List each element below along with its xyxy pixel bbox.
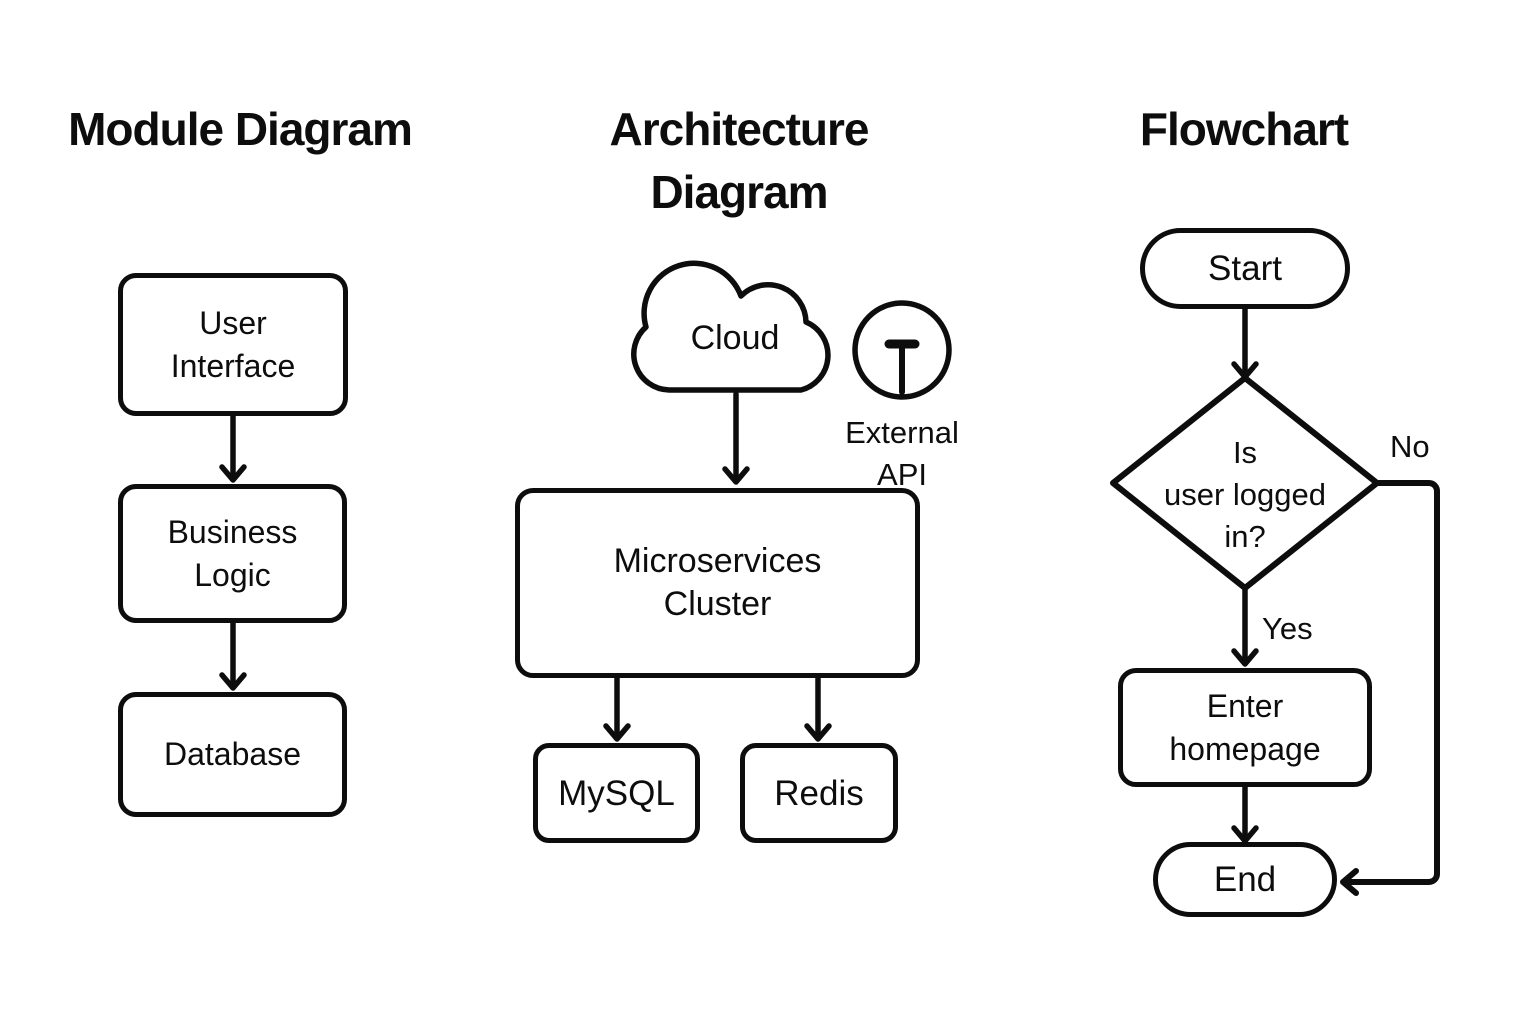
external-api-label-line1: External bbox=[845, 415, 959, 450]
module-diagram-title: Module Diagram bbox=[68, 103, 413, 155]
arrow-homepage-to-end bbox=[1231, 784, 1259, 844]
node-enter-homepage: Enter homepage bbox=[1118, 668, 1372, 787]
node-redis: Redis bbox=[740, 743, 898, 843]
arrow-decision-no-to-end bbox=[1340, 480, 1440, 896]
arrow-decision-yes-to-homepage bbox=[1231, 585, 1259, 667]
flowchart-title: Flowchart bbox=[1139, 103, 1349, 155]
arrow-cloud-to-microservices bbox=[722, 391, 750, 485]
architecture-title-line2: Diagram bbox=[650, 166, 828, 218]
edge-label-yes: Yes bbox=[1262, 611, 1313, 646]
node-mysql: MySQL bbox=[533, 743, 700, 843]
node-database: Database bbox=[118, 692, 347, 817]
node-user-interface-label-line2: Interface bbox=[170, 347, 296, 384]
decision-label-line1: Is bbox=[1232, 435, 1258, 470]
edge-label-no: No bbox=[1390, 429, 1430, 464]
decision-label: Is user logged in? bbox=[1145, 432, 1345, 558]
decision-label-line2: user logged bbox=[1163, 477, 1326, 512]
cloud-icon bbox=[631, 260, 831, 393]
node-business-logic: Business Logic bbox=[118, 484, 347, 623]
arrow-start-to-decision bbox=[1231, 306, 1259, 380]
architecture-title-line1: Architecture bbox=[609, 103, 870, 155]
node-business-logic-label-line1: Business bbox=[167, 513, 298, 550]
node-enter-homepage-label-line2: homepage bbox=[1169, 730, 1321, 767]
node-microservices-label-line1: Microservices bbox=[613, 542, 822, 580]
node-enter-homepage-label-line1: Enter bbox=[1206, 687, 1284, 724]
external-api-label: External API bbox=[802, 412, 1002, 496]
node-microservices-cluster: Microservices Cluster bbox=[515, 488, 920, 678]
cloud-label: Cloud bbox=[690, 319, 780, 357]
architecture-diagram-title: Architecture Diagram bbox=[539, 98, 939, 224]
arrow-ui-to-business bbox=[219, 412, 247, 483]
node-start: Start bbox=[1140, 228, 1350, 309]
node-end: End bbox=[1153, 842, 1337, 917]
arrow-microservices-to-redis bbox=[804, 675, 832, 742]
decision-label-line3: in? bbox=[1224, 519, 1266, 554]
node-user-interface: User Interface bbox=[118, 273, 348, 416]
arrow-business-to-database bbox=[219, 619, 247, 691]
node-microservices-label-line2: Cluster bbox=[663, 585, 772, 623]
arrow-microservices-to-mysql bbox=[603, 675, 631, 742]
node-user-interface-label-line1: User bbox=[199, 304, 267, 341]
external-api-label-line2: API bbox=[877, 457, 927, 492]
external-api-icon bbox=[852, 300, 952, 400]
node-business-logic-label-line2: Logic bbox=[194, 556, 271, 593]
